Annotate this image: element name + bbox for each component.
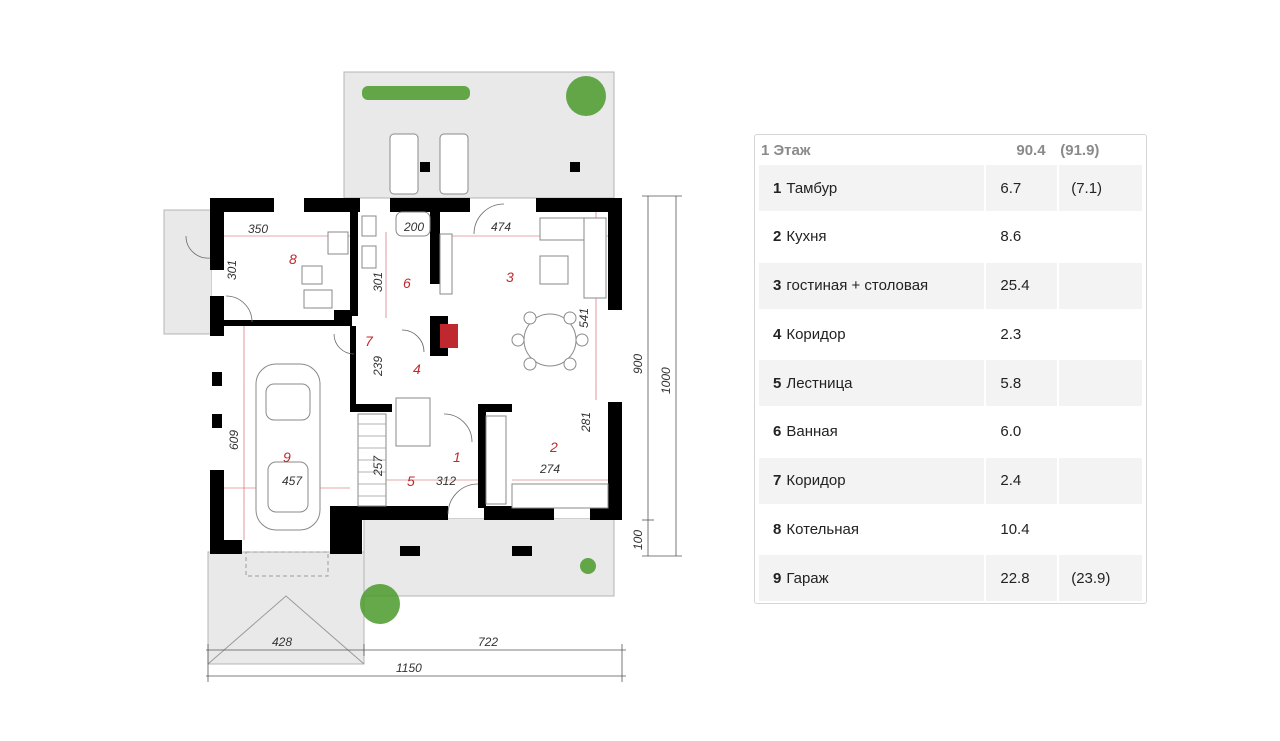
- dimension-label: 281: [579, 412, 593, 433]
- dimension-label: 312: [436, 474, 456, 488]
- room-number: 8: [289, 251, 297, 267]
- room-num: 2: [773, 228, 782, 246]
- room-area-alt: (23.9): [1059, 555, 1142, 602]
- dimension-label: 239: [371, 356, 385, 377]
- floor-area-alt: (91.9): [1060, 141, 1100, 159]
- dimension-label: 541: [577, 308, 591, 328]
- dimension-label: 428: [272, 635, 292, 649]
- floor-plan: 1 2 3 4 5 6 7 8 9 350 200 474 457 312 27…: [163, 71, 682, 682]
- room-area: 10.4: [1000, 521, 1030, 539]
- dimension-label: 609: [227, 430, 241, 450]
- room-area-alt: (7.1): [1059, 165, 1142, 211]
- room-name: Котельная: [786, 521, 859, 539]
- dimension-label: 301: [371, 272, 385, 292]
- room-area: 25.4: [986, 262, 1058, 309]
- room-area-alt: [1059, 360, 1142, 407]
- dimension-label: 900: [631, 354, 645, 374]
- room-num: 4: [773, 325, 782, 343]
- room-area: 5.8: [986, 360, 1058, 407]
- dimension-label: 722: [478, 635, 498, 649]
- room-number: 9: [283, 449, 291, 465]
- room-number: 6: [403, 275, 411, 291]
- table-header: 1 Этаж 90.4 (91.9): [759, 135, 1142, 165]
- room-area-alt: [1059, 507, 1142, 553]
- room-name: Коридор: [786, 472, 846, 490]
- room-num: 1: [773, 179, 782, 197]
- interior-dimensions: 350 200 474 457 312 274 301 301 541 239 …: [225, 220, 593, 488]
- room-name: Лестница: [786, 374, 853, 392]
- room-name: гостиная + столовая: [786, 277, 929, 295]
- room-area: 6.0: [1000, 423, 1022, 441]
- room-name: Тамбур: [786, 179, 838, 197]
- room-numbers: 1 2 3 4 5 6 7 8 9: [283, 251, 558, 489]
- terrace-pillars: [400, 162, 580, 556]
- room-area: 2.4: [986, 457, 1058, 504]
- dimension-label: 200: [403, 220, 424, 234]
- dimension-label: 274: [539, 462, 560, 476]
- room-area-alt: [1059, 262, 1142, 309]
- room-number: 1: [453, 449, 461, 465]
- room-area-alt: [1059, 214, 1142, 260]
- room-number: 5: [407, 473, 415, 489]
- floor-label: 1 Этаж: [761, 141, 811, 159]
- dimension-label: 350: [248, 222, 268, 236]
- outer-dimension-lines: [206, 195, 682, 682]
- room-num: 6: [773, 423, 782, 441]
- dimension-label: 457: [282, 474, 303, 488]
- room-num: 5: [773, 374, 782, 392]
- room-num: 9: [773, 569, 782, 587]
- floor-area: 90.4: [1016, 141, 1046, 159]
- room-num: 3: [773, 277, 782, 295]
- stair-steps: [358, 423, 386, 497]
- room-area-alt: [1059, 457, 1142, 504]
- room-num: 7: [773, 472, 782, 490]
- fireplace: [440, 324, 458, 348]
- room-area-alt: [1059, 311, 1142, 357]
- dimension-label: 1000: [659, 367, 673, 394]
- dimension-label: 301: [225, 260, 239, 280]
- room-number: 3: [506, 269, 514, 285]
- dimension-label: 100: [631, 530, 645, 550]
- dimension-label: 1150: [396, 661, 422, 675]
- room-number: 2: [549, 439, 558, 455]
- room-name: Ванная: [786, 423, 838, 441]
- door-swings: [185, 203, 505, 515]
- walls: [210, 198, 622, 554]
- room-number: 7: [365, 333, 374, 349]
- room-area: 6.7: [986, 165, 1058, 211]
- dimension-label: 474: [491, 220, 511, 234]
- room-name: Гараж: [786, 569, 829, 587]
- room-area: 8.6: [1000, 228, 1022, 246]
- garage-windows: [212, 372, 222, 428]
- plant-icons: [360, 76, 606, 624]
- room-area: 22.8: [986, 555, 1058, 602]
- room-area-alt: [1059, 409, 1142, 455]
- room-number: 4: [413, 361, 421, 377]
- room-area: 2.3: [1000, 325, 1022, 343]
- dimension-label: 257: [371, 455, 385, 477]
- room-name: Кухня: [786, 228, 827, 246]
- outer-dimensions: 900 1000 100 428 722 1150: [272, 354, 673, 675]
- room-name: Коридор: [786, 325, 846, 343]
- room-num: 8: [773, 521, 782, 539]
